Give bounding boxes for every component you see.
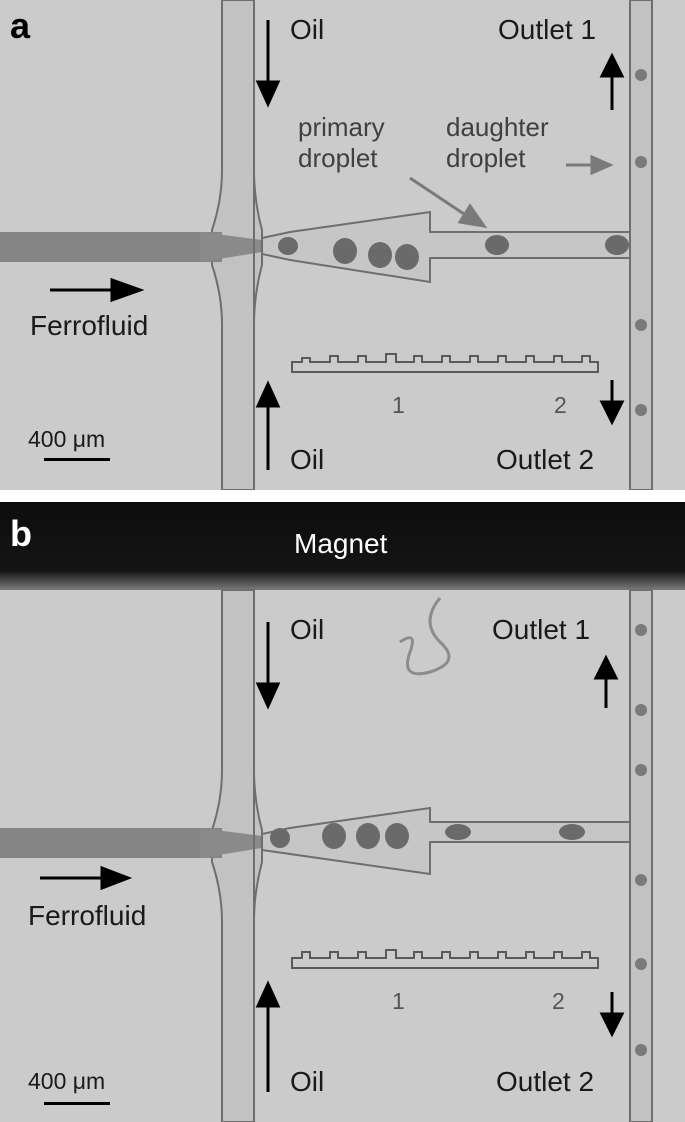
ferrofluid-label: Ferrofluid: [30, 310, 149, 341]
magnet-label: Magnet: [294, 528, 388, 559]
primary-droplet-label: primary droplet: [298, 112, 385, 174]
daughter-droplet: [445, 824, 471, 840]
daughter-droplet: [485, 235, 509, 255]
outlet-1-label: Outlet 1: [498, 14, 597, 45]
scale-bar-label: 400 μm: [28, 1068, 106, 1094]
daughter-droplet: [605, 235, 629, 255]
panel-b-micrograph: [0, 502, 685, 1122]
daughter-droplet: [559, 824, 585, 840]
channel-mark-2: 2: [552, 988, 565, 1014]
droplet: [270, 828, 290, 848]
primary-droplet: [322, 823, 346, 849]
primary-droplet: [385, 823, 409, 849]
oil-inlet-top-label: Oil: [290, 14, 325, 45]
droplet: [278, 237, 298, 255]
arrows: [50, 20, 625, 470]
primary-droplet: [333, 238, 357, 264]
serpentine-marker: [291, 353, 599, 373]
serpentine-marker: [291, 949, 599, 969]
debris-fiber: [399, 597, 451, 676]
oil-inlet-bottom-label: Oil: [290, 1066, 325, 1097]
panel-a: a Oil Outlet 1 primary droplet daughter …: [0, 0, 685, 490]
channel-mark-1: 1: [392, 392, 405, 418]
panel-label-a: a: [10, 5, 31, 46]
outlet-1-label: Outlet 1: [492, 614, 591, 645]
ferrofluid-label: Ferrofluid: [28, 900, 147, 931]
magnet: [0, 502, 685, 590]
oil-inlet-top-label: Oil: [290, 614, 325, 645]
panel-label-b: b: [10, 513, 32, 554]
arrows: [40, 622, 625, 1092]
primary-droplet: [356, 823, 380, 849]
outlet-2-label: Outlet 2: [496, 444, 595, 475]
primary-droplet: [368, 242, 392, 268]
scale-bar: [44, 1102, 110, 1105]
scale-bar: [44, 458, 110, 461]
channel-mark-1: 1: [392, 988, 405, 1014]
panel-a-micrograph: [0, 0, 685, 490]
oil-inlet-bottom-label: Oil: [290, 444, 325, 475]
outlet-2-label: Outlet 2: [496, 1066, 595, 1097]
daughter-droplet-label: daughter droplet: [446, 112, 549, 174]
channel-mark-2: 2: [554, 392, 567, 418]
panel-b: b Magnet Oil Outlet 1 Ferrofluid 1 2 400…: [0, 502, 685, 1122]
pointer-arrows: [409, 154, 614, 229]
primary-droplet: [395, 244, 419, 270]
scale-bar-label: 400 μm: [28, 426, 106, 452]
